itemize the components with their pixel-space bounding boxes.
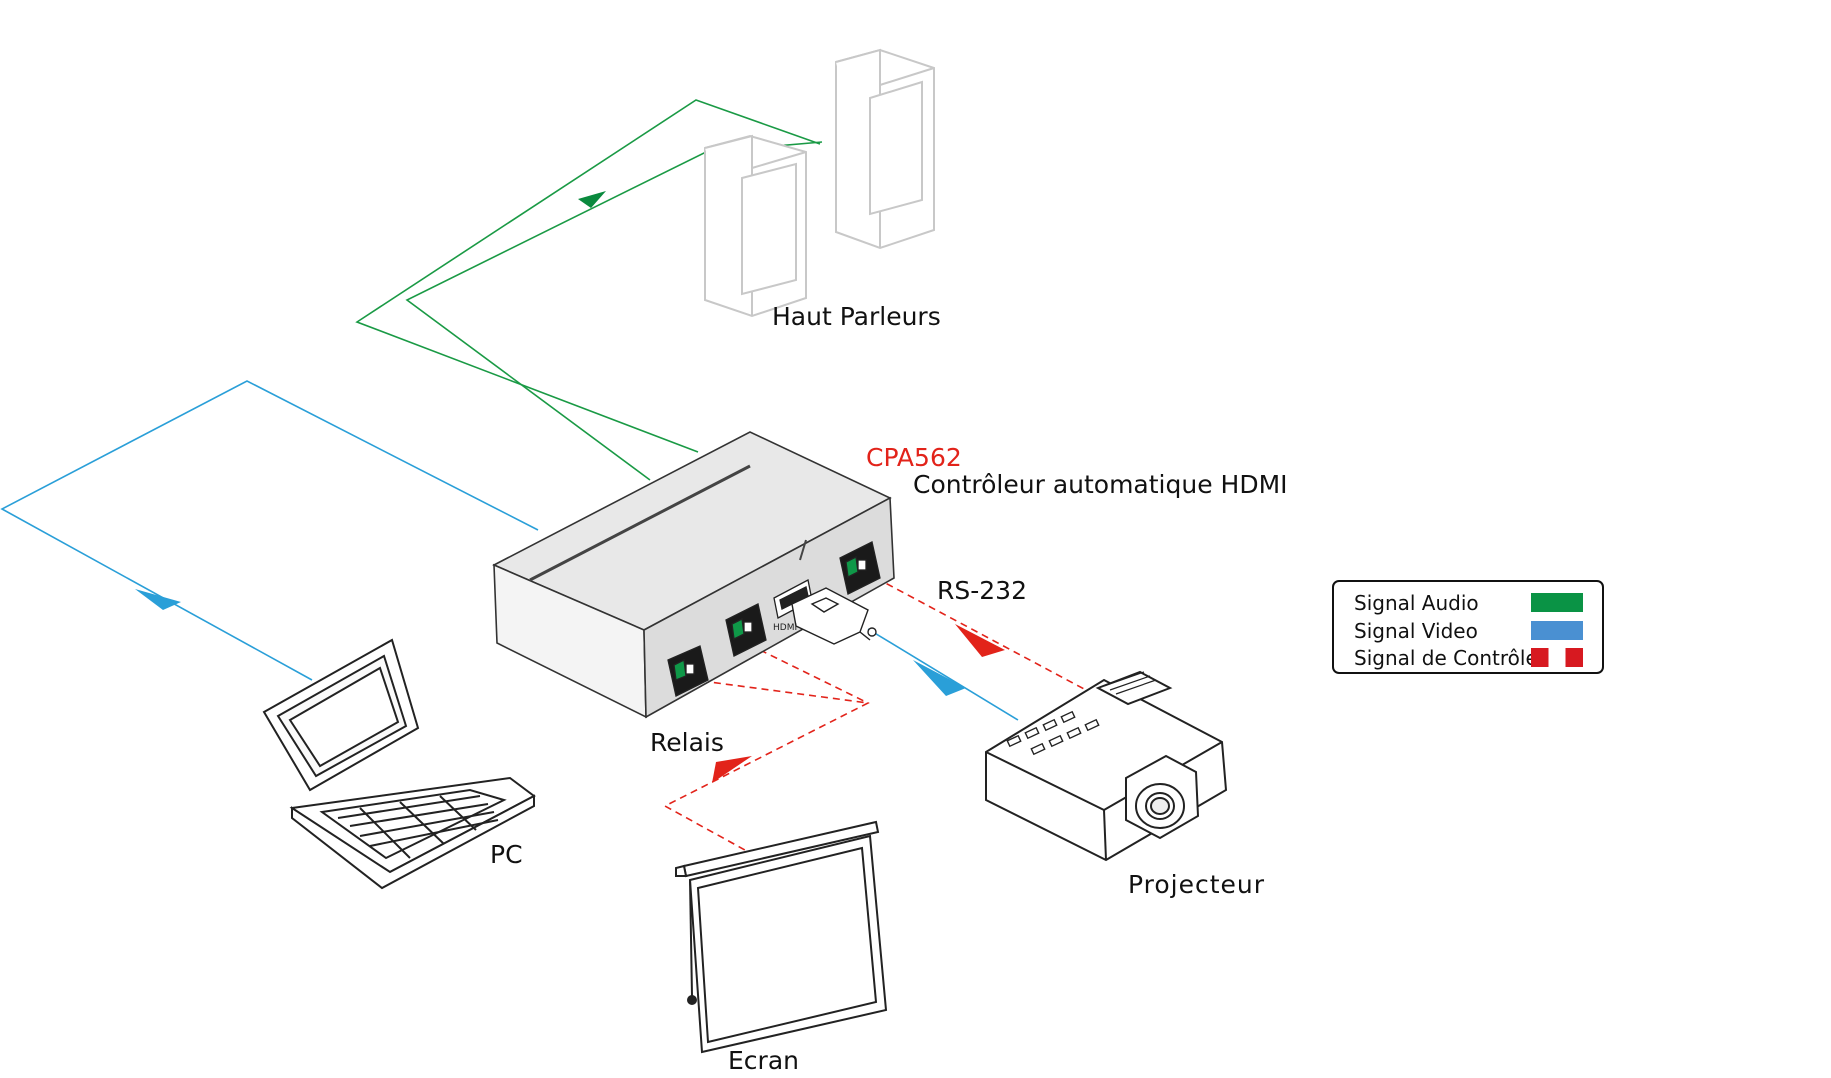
legend-label-audio: Signal Audio: [1354, 591, 1479, 615]
rs232-label: RS-232: [937, 576, 1027, 605]
speakers-label: Haut Parleurs: [772, 302, 941, 331]
video-arrow-projector: [913, 660, 966, 696]
legend: Signal Audio Signal Video Signal de Cont…: [1332, 580, 1604, 674]
control-connection-rs232: [875, 577, 1087, 691]
legend-swatch-video: [1531, 621, 1583, 640]
control-arrow-rs232: [955, 624, 1005, 657]
control-arrow-relay: [712, 756, 752, 783]
legend-swatch-audio: [1531, 593, 1583, 612]
relay-label: Relais: [650, 728, 724, 757]
legend-item-video: Signal Video: [1354, 619, 1478, 643]
hdmi-connector-icon: [791, 587, 877, 645]
legend-item-audio: Signal Audio: [1354, 591, 1479, 615]
legend-label-control: Signal de Contrôle: [1354, 646, 1538, 670]
terminal-block-2: [725, 603, 767, 657]
projection-screen-icon: [675, 820, 888, 1054]
audio-arrow: [578, 191, 606, 208]
screen-label: Ecran: [728, 1046, 799, 1075]
projector-icon: [985, 670, 1228, 862]
video-connection-pc: [0, 380, 539, 681]
control-connection-relay: [663, 649, 870, 856]
legend-item-control: Signal de Contrôle: [1354, 646, 1538, 670]
speaker-icon: [835, 48, 935, 250]
laptop-icon: [262, 638, 536, 890]
legend-label-video: Signal Video: [1354, 619, 1478, 643]
device-label: Contrôleur automatique HDMI: [913, 470, 1288, 499]
projector-label: Projecteur: [1128, 870, 1266, 899]
hdmi-port-label: HDMI: [773, 623, 797, 633]
speaker-icon: [704, 134, 807, 318]
terminal-block-3: [839, 541, 881, 595]
model-label: CPA562: [866, 443, 962, 472]
terminal-block-1: [667, 645, 709, 697]
video-arrow-pc: [135, 589, 181, 610]
pc-label: PC: [490, 840, 523, 869]
legend-swatch-control: [1531, 648, 1583, 667]
video-connection-projector: [867, 628, 1019, 721]
controller-box-icon: [492, 431, 895, 719]
